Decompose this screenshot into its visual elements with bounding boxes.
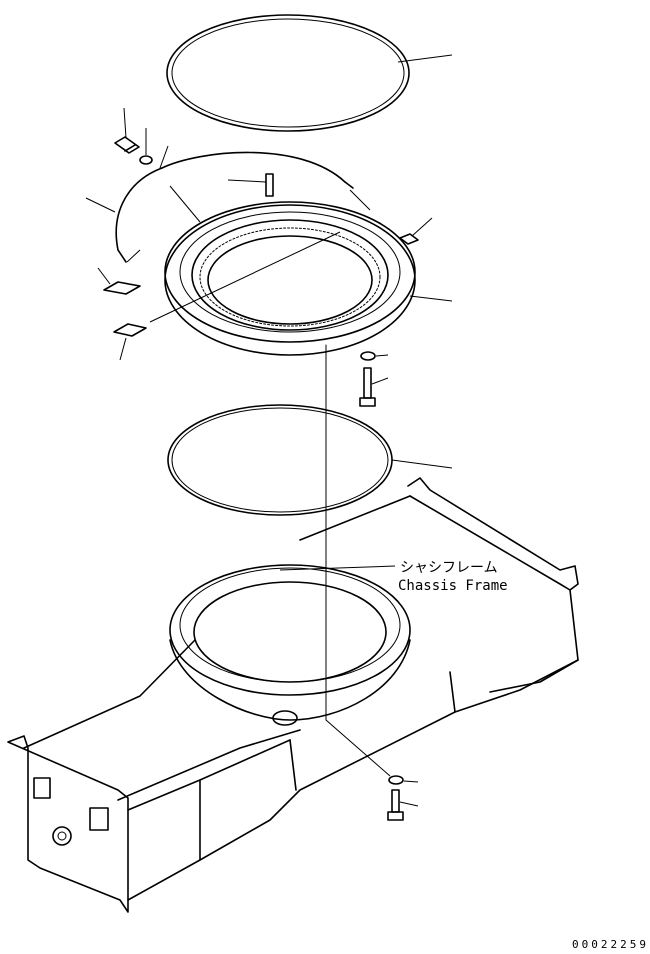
lower-leader: [325, 719, 391, 777]
chassis-frame-label-en: Chassis Frame: [398, 578, 508, 594]
bolt-lower: [387, 789, 419, 821]
fitting-left-1: [97, 249, 141, 295]
washer-mid-right: [360, 351, 389, 361]
washer-upper-left: [139, 128, 153, 165]
bolt-mid-right: [359, 367, 389, 407]
fitting-left-2: [113, 323, 147, 361]
swing-circle-seat: [169, 564, 411, 726]
chassis-frame-label-jp: シャシフレーム: [400, 560, 498, 576]
bolt-upper-left: [114, 107, 140, 154]
grease-tube: [85, 145, 354, 263]
grease-fitting-right: [399, 217, 433, 245]
lower-seal-ring: [167, 404, 453, 516]
swing-circle-gear: [149, 185, 453, 356]
washer-lower: [388, 775, 419, 785]
upper-seal-ring: [166, 14, 453, 132]
label-leader: [279, 565, 396, 571]
dowel-pin: [227, 173, 274, 197]
illustration-number: 00022259: [572, 938, 649, 951]
